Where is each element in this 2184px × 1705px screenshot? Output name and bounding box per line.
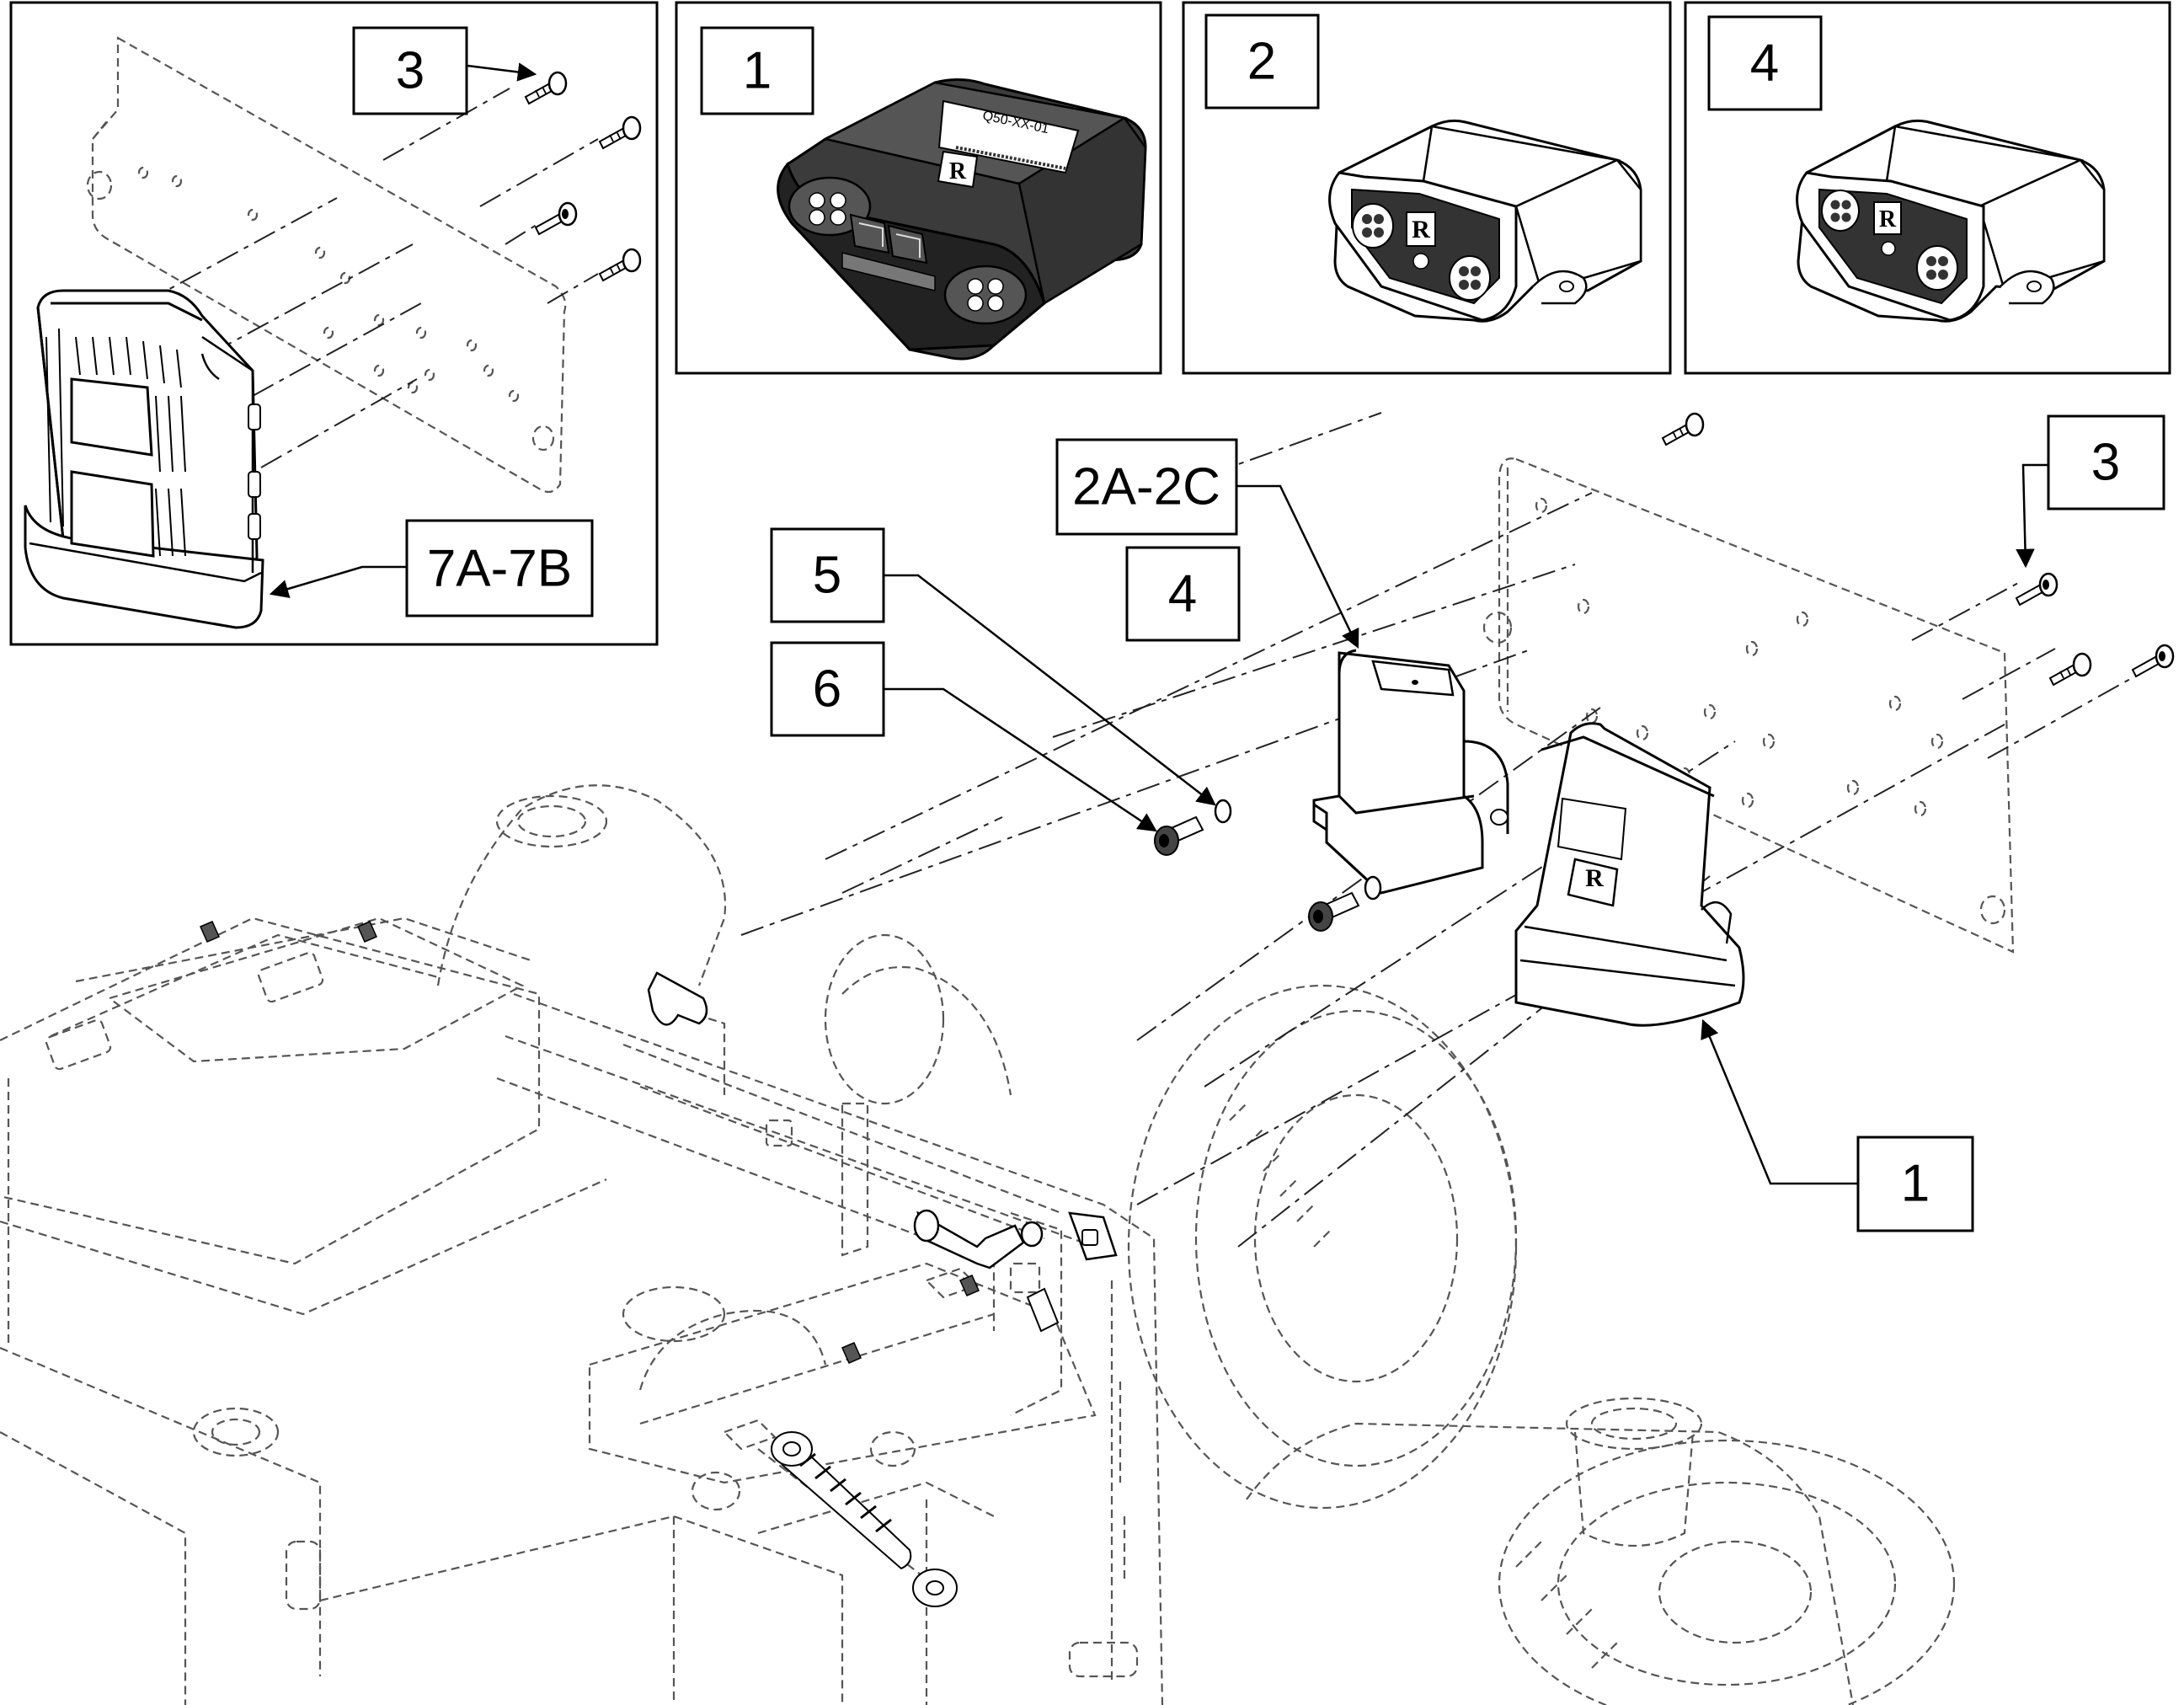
washer-lower — [1364, 875, 1382, 901]
plate-screw-top-left — [1661, 412, 1705, 446]
svg-text:2A-2C: 2A-2C — [1072, 458, 1220, 516]
svg-text:4: 4 — [1168, 565, 1197, 623]
detail-panel-4: R — [1684, 1, 2171, 375]
module-2-detail: R — [1328, 119, 1642, 323]
module-1-detail-dark: Q50-XX-01 R — [777, 78, 1147, 361]
module-logo-main: R — [1585, 864, 1604, 892]
module-4-logo: R — [1879, 206, 1897, 232]
controller-module-main: R — [1514, 722, 1745, 1027]
svg-text:1: 1 — [743, 42, 772, 100]
module-1-logo: R — [949, 158, 967, 184]
module-4-detail: R — [1796, 119, 2106, 323]
detail-panel-2: R — [1182, 1, 1672, 375]
callout-alt-4: 4 — [1125, 546, 1241, 642]
callout-inset-3: 3 — [352, 26, 468, 115]
socket-screw-lower — [1308, 891, 1360, 932]
bracket-2a-2c — [1312, 649, 1509, 895]
plate-screw-right-2 — [2048, 652, 2092, 687]
washer-main — [1214, 799, 1232, 824]
inset-controller-module — [24, 289, 264, 629]
caster-ghost — [1246, 1397, 1956, 1705]
socket-screw-main — [1154, 815, 1204, 856]
plate-screw-right-3 — [2131, 644, 2175, 678]
shock-absorber — [757, 1431, 958, 1607]
callout-detail-2: 2 — [1204, 13, 1320, 110]
callout-detail-1: 1 — [700, 26, 814, 115]
svg-text:4: 4 — [1750, 35, 1779, 93]
callout-main-1: 1 — [1856, 1136, 1974, 1232]
svg-text:2: 2 — [1247, 33, 1276, 91]
module-2-logo: R — [1412, 216, 1430, 243]
drive-wheel-ghost — [824, 933, 1518, 1510]
chassis-hardware — [200, 921, 1118, 1364]
callout-2a-2c: 2A-2C — [1055, 438, 1238, 536]
svg-text:5: 5 — [813, 547, 841, 605]
svg-text:1: 1 — [1901, 1155, 1930, 1213]
callout-inset-7a-7b: 7A-7B — [405, 519, 594, 617]
svg-text:3: 3 — [2091, 434, 2120, 492]
callout-main-3: 3 — [2047, 414, 2165, 510]
svg-text:7A-7B: 7A-7B — [427, 540, 572, 598]
mounting-plate-ghost — [1482, 457, 2015, 954]
leader-lines — [269, 62, 2048, 1185]
svg-text:6: 6 — [813, 660, 841, 719]
svg-text:3: 3 — [396, 42, 425, 100]
callout-detail-4: 4 — [1707, 15, 1823, 111]
inset-panel-7a-7b — [9, 1, 659, 646]
plate-screw-right-1 — [2015, 572, 2059, 607]
callout-6: 6 — [770, 641, 885, 737]
callout-5: 5 — [770, 527, 885, 623]
